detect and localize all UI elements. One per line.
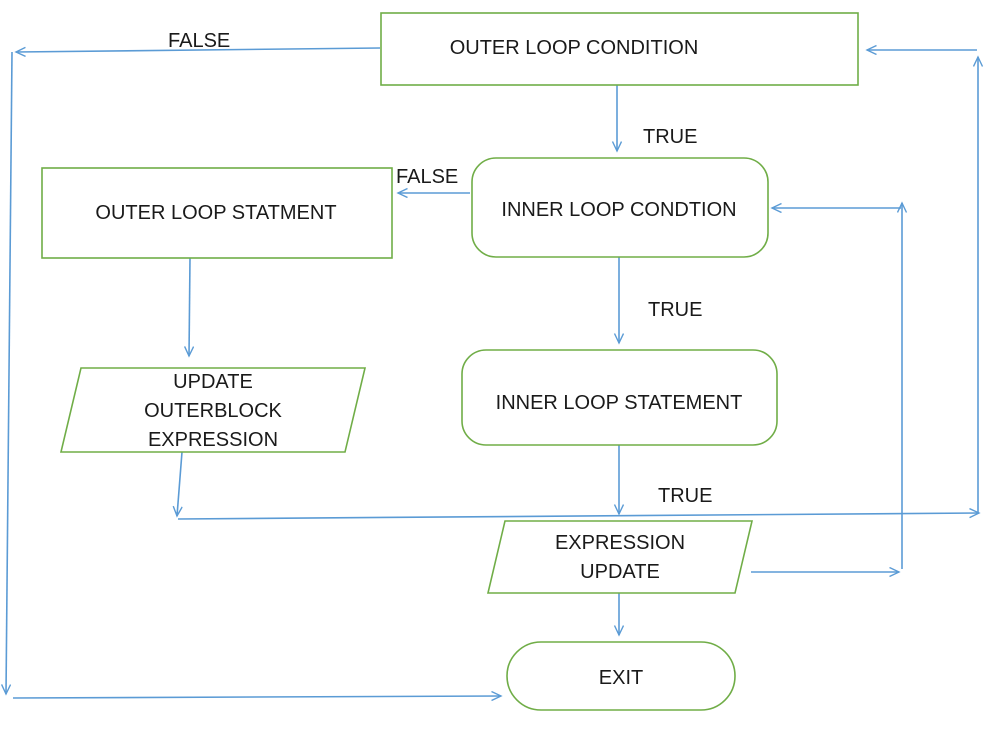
node-exit: EXIT [506,641,736,711]
label-inner-true: TRUE [648,299,702,321]
outer-loop-statement-label: OUTER LOOP STATMENT [95,202,336,224]
expression-update-line1: EXPRESSION [555,532,685,554]
outer-loop-condition-box [380,12,859,86]
update-outerblock-line2: OUTERBLOCK [144,400,282,422]
edge-labels: FALSE TRUE FALSE TRUE TRUE [168,30,712,507]
update-outerblock-line3: EXPRESSION [148,429,278,451]
label-outer-true: TRUE [643,126,697,148]
inner-loop-condition-label: INNER LOOP CONDTION [501,199,736,221]
inner-loop-statement-label: INNER LOOP STATEMENT [496,392,743,414]
expression-update-line2: UPDATE [580,561,660,583]
outer-loop-statement-box [41,167,393,259]
arrow-false-to-exit [12,696,501,698]
label-outer-false: FALSE [168,30,230,52]
label-inner-false: FALSE [396,166,458,188]
node-update-outerblock-expression: UPDATE OUTERBLOCK EXPRESSION [59,367,367,453]
node-inner-loop-statement: INNER LOOP STATEMENT [461,349,778,446]
update-outerblock-line1: UPDATE [173,371,253,393]
outer-loop-condition-label: OUTER LOOP CONDITION [450,37,699,59]
arrow-left-border-down [6,51,13,694]
inner-loop-condition-box [471,157,769,258]
arrow-outer-condition-false-horizontal [16,48,381,52]
edges [6,48,979,698]
node-outer-loop-condition: OUTER LOOP CONDITION [380,12,859,86]
exit-terminator [506,641,736,711]
label-statement-true: TRUE [658,485,712,507]
exit-label: EXIT [599,667,643,689]
inner-loop-statement-box [461,349,778,446]
update-outerblock-expression-parallelogram [59,367,367,453]
arrow-loopback-bottom [177,513,979,520]
node-expression-update: EXPRESSION UPDATE [486,520,754,594]
arrow-statement-to-update [189,257,190,356]
expression-update-parallelogram [486,520,754,594]
node-outer-loop-statement: OUTER LOOP STATMENT [41,167,393,259]
arrow-update-down [177,451,182,516]
node-inner-loop-condition: INNER LOOP CONDTION [471,157,769,258]
